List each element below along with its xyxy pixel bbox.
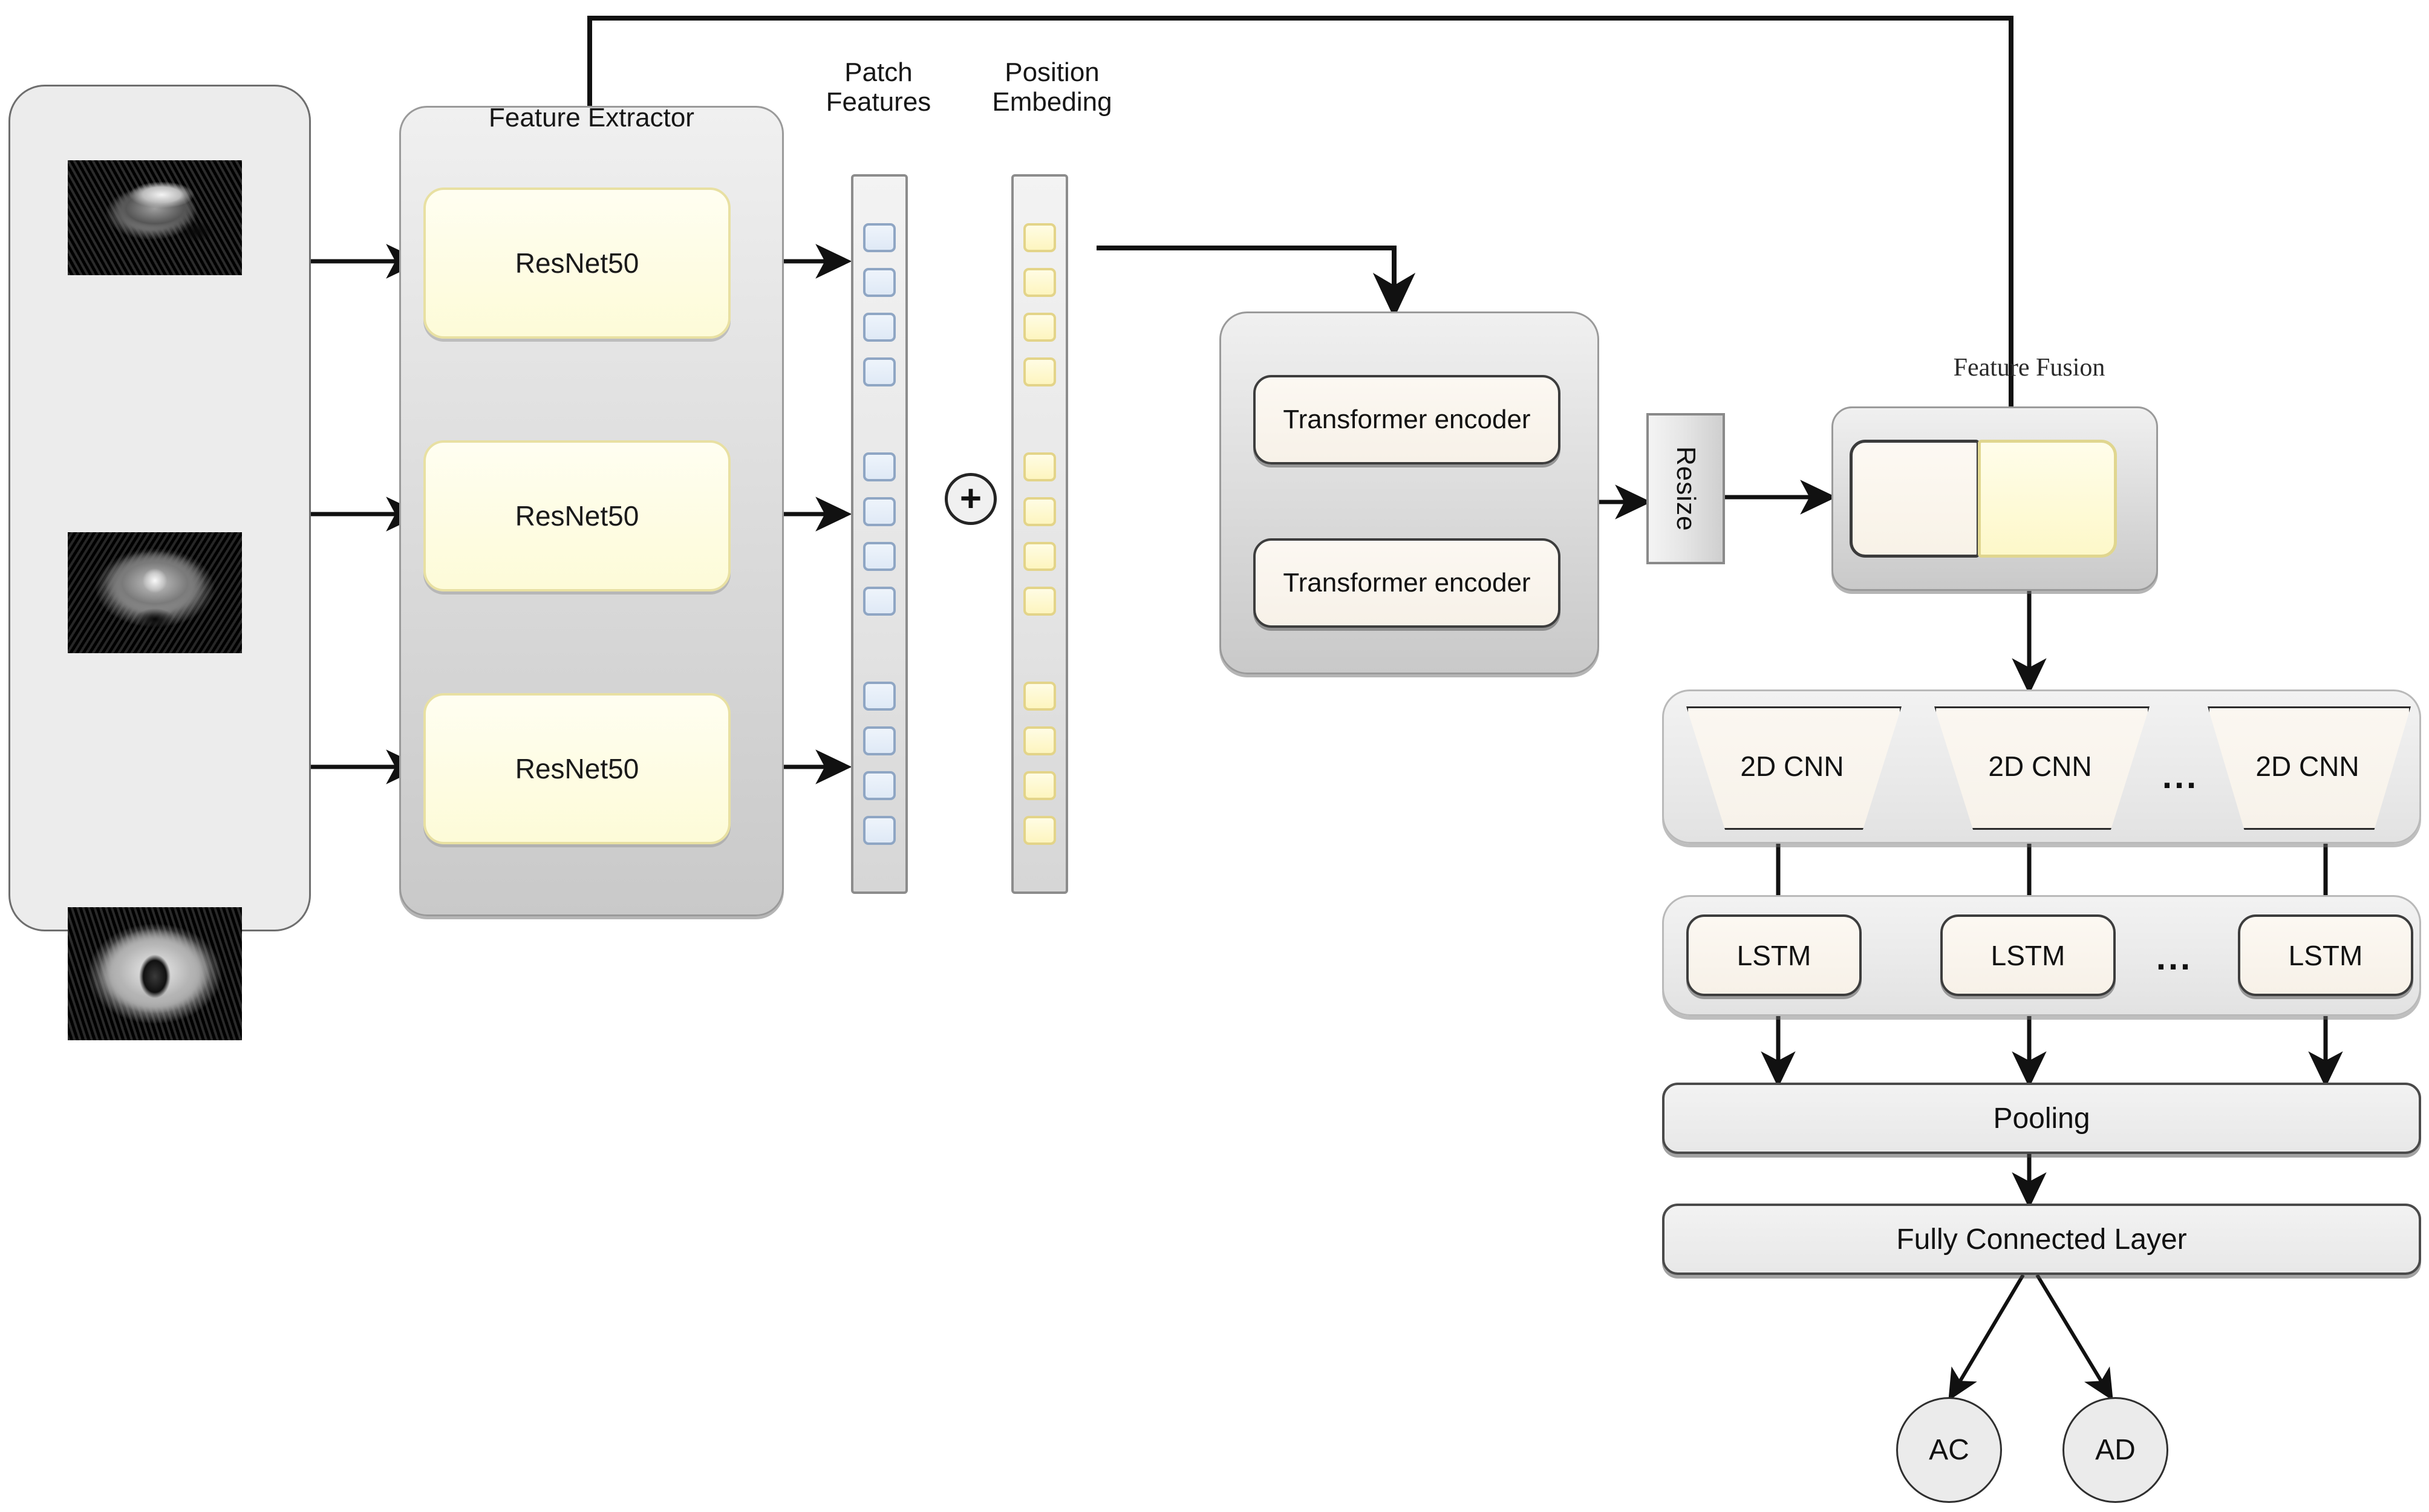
transformer-encoder-block-1[interactable]: Transformer encoder — [1253, 375, 1560, 464]
plus-icon: + — [959, 478, 982, 520]
transformer-encoder-label-1: Transformer encoder — [1283, 405, 1531, 434]
position-embedding-group-2 — [1023, 445, 1056, 624]
resize-block[interactable]: Resize — [1646, 413, 1725, 564]
mri-slice-coronal — [68, 532, 242, 653]
lstm-block-1[interactable]: LSTM — [1686, 914, 1862, 996]
patch-feature-cell — [863, 452, 896, 481]
patch-features-title-line1: Patch — [844, 57, 913, 87]
resize-label: Resize — [1671, 446, 1701, 532]
patch-feature-cell — [863, 816, 896, 846]
position-embedding-cell — [1023, 726, 1056, 756]
pooling-block[interactable]: Pooling — [1662, 1083, 2421, 1154]
mri-axial-image — [68, 907, 242, 1040]
patch-feature-cell — [863, 497, 896, 526]
transformer-encoder-block-2[interactable]: Transformer encoder — [1253, 538, 1560, 628]
mri-slice-sagittal — [68, 160, 242, 275]
position-embedding-cell — [1023, 586, 1056, 616]
output-class-ad[interactable]: AD — [2062, 1397, 2168, 1503]
cnn-trapezoid-shape-3 — [2208, 706, 2411, 830]
resnet50-block-2[interactable]: ResNet50 — [423, 440, 731, 591]
patch-feature-cell — [863, 771, 896, 801]
patch-features-group-2 — [863, 445, 896, 624]
resnet50-block-1[interactable]: ResNet50 — [423, 187, 731, 339]
patch-feature-cell — [863, 267, 896, 297]
cnn-block-1[interactable]: 2D CNN — [1686, 706, 1902, 830]
cnn-label-1: 2D CNN — [1740, 751, 1844, 782]
output-class-ad-label: AD — [2095, 1434, 2136, 1466]
patch-feature-cell — [863, 541, 896, 571]
position-embedding-title-line2: Embeding — [992, 87, 1112, 117]
feature-extractor-title: Feature Extractor — [489, 103, 694, 132]
patch-feature-cell — [863, 682, 896, 711]
feature-fusion-title: Feature Fusion — [1953, 354, 2105, 382]
cnn-trapezoid-shape-1 — [1686, 706, 1902, 830]
fully-connected-block[interactable]: Fully Connected Layer — [1662, 1204, 2421, 1275]
feature-fusion-right-half[interactable] — [1978, 440, 2117, 558]
lstm-label-3: LSTM — [2288, 939, 2363, 971]
patch-features-group-1 — [863, 215, 896, 394]
position-embedding-cell — [1023, 497, 1056, 526]
resnet50-block-3[interactable]: ResNet50 — [423, 693, 731, 844]
patch-features-title: Patch Features — [813, 57, 944, 117]
position-embedding-cell — [1023, 771, 1056, 801]
resnet50-label-3: ResNet50 — [515, 753, 639, 784]
position-embedding-cell — [1023, 223, 1056, 252]
position-embedding-cell — [1023, 541, 1056, 571]
patch-features-strip[interactable] — [851, 174, 908, 894]
position-embedding-cell — [1023, 357, 1056, 386]
lstm-block-2[interactable]: LSTM — [1940, 914, 2116, 996]
position-embedding-title-line1: Position — [1005, 57, 1100, 87]
fully-connected-label: Fully Connected Layer — [1896, 1223, 2187, 1256]
patch-feature-cell — [863, 357, 896, 386]
cnn-row-ellipsis: ... — [2162, 757, 2199, 796]
position-embedding-group-3 — [1023, 674, 1056, 853]
patch-feature-cell — [863, 223, 896, 252]
patch-feature-cell — [863, 586, 896, 616]
add-operator-badge: + — [945, 473, 997, 525]
cnn-trapezoid-shape-2 — [1934, 706, 2150, 830]
lstm-label-2: LSTM — [1990, 939, 2065, 971]
patch-features-group-3 — [863, 674, 896, 853]
output-class-ac-label: AC — [1929, 1434, 1969, 1466]
position-embedding-cell — [1023, 816, 1056, 846]
position-embedding-group-1 — [1023, 215, 1056, 394]
mri-sagittal-image — [68, 160, 242, 275]
position-embedding-cell — [1023, 452, 1056, 481]
position-embedding-strip[interactable] — [1011, 174, 1068, 894]
cnn-label-3: 2D CNN — [2255, 751, 2359, 782]
lstm-block-3[interactable]: LSTM — [2238, 914, 2413, 996]
resnet50-label-2: ResNet50 — [515, 500, 639, 532]
position-embedding-cell — [1023, 312, 1056, 342]
position-embedding-cell — [1023, 682, 1056, 711]
position-embedding-title: Position Embeding — [975, 57, 1129, 117]
lstm-row-ellipsis: ... — [2156, 938, 2193, 977]
cnn-block-2[interactable]: 2D CNN — [1934, 706, 2150, 830]
mri-slice-axial — [68, 907, 242, 1040]
cnn-label-2: 2D CNN — [1988, 751, 2092, 782]
patch-feature-cell — [863, 726, 896, 756]
feature-fusion-left-half[interactable] — [1850, 440, 1980, 558]
output-class-ac[interactable]: AC — [1896, 1397, 2002, 1503]
mri-coronal-image — [68, 532, 242, 653]
cnn-block-3[interactable]: 2D CNN — [2208, 706, 2411, 830]
patch-features-title-line2: Features — [826, 87, 931, 117]
patch-feature-cell — [863, 312, 896, 342]
transformer-encoder-label-2: Transformer encoder — [1283, 568, 1531, 598]
pooling-label: Pooling — [1993, 1102, 2090, 1135]
resnet50-label-1: ResNet50 — [515, 247, 639, 279]
position-embedding-cell — [1023, 267, 1056, 297]
lstm-label-1: LSTM — [1736, 939, 1811, 971]
